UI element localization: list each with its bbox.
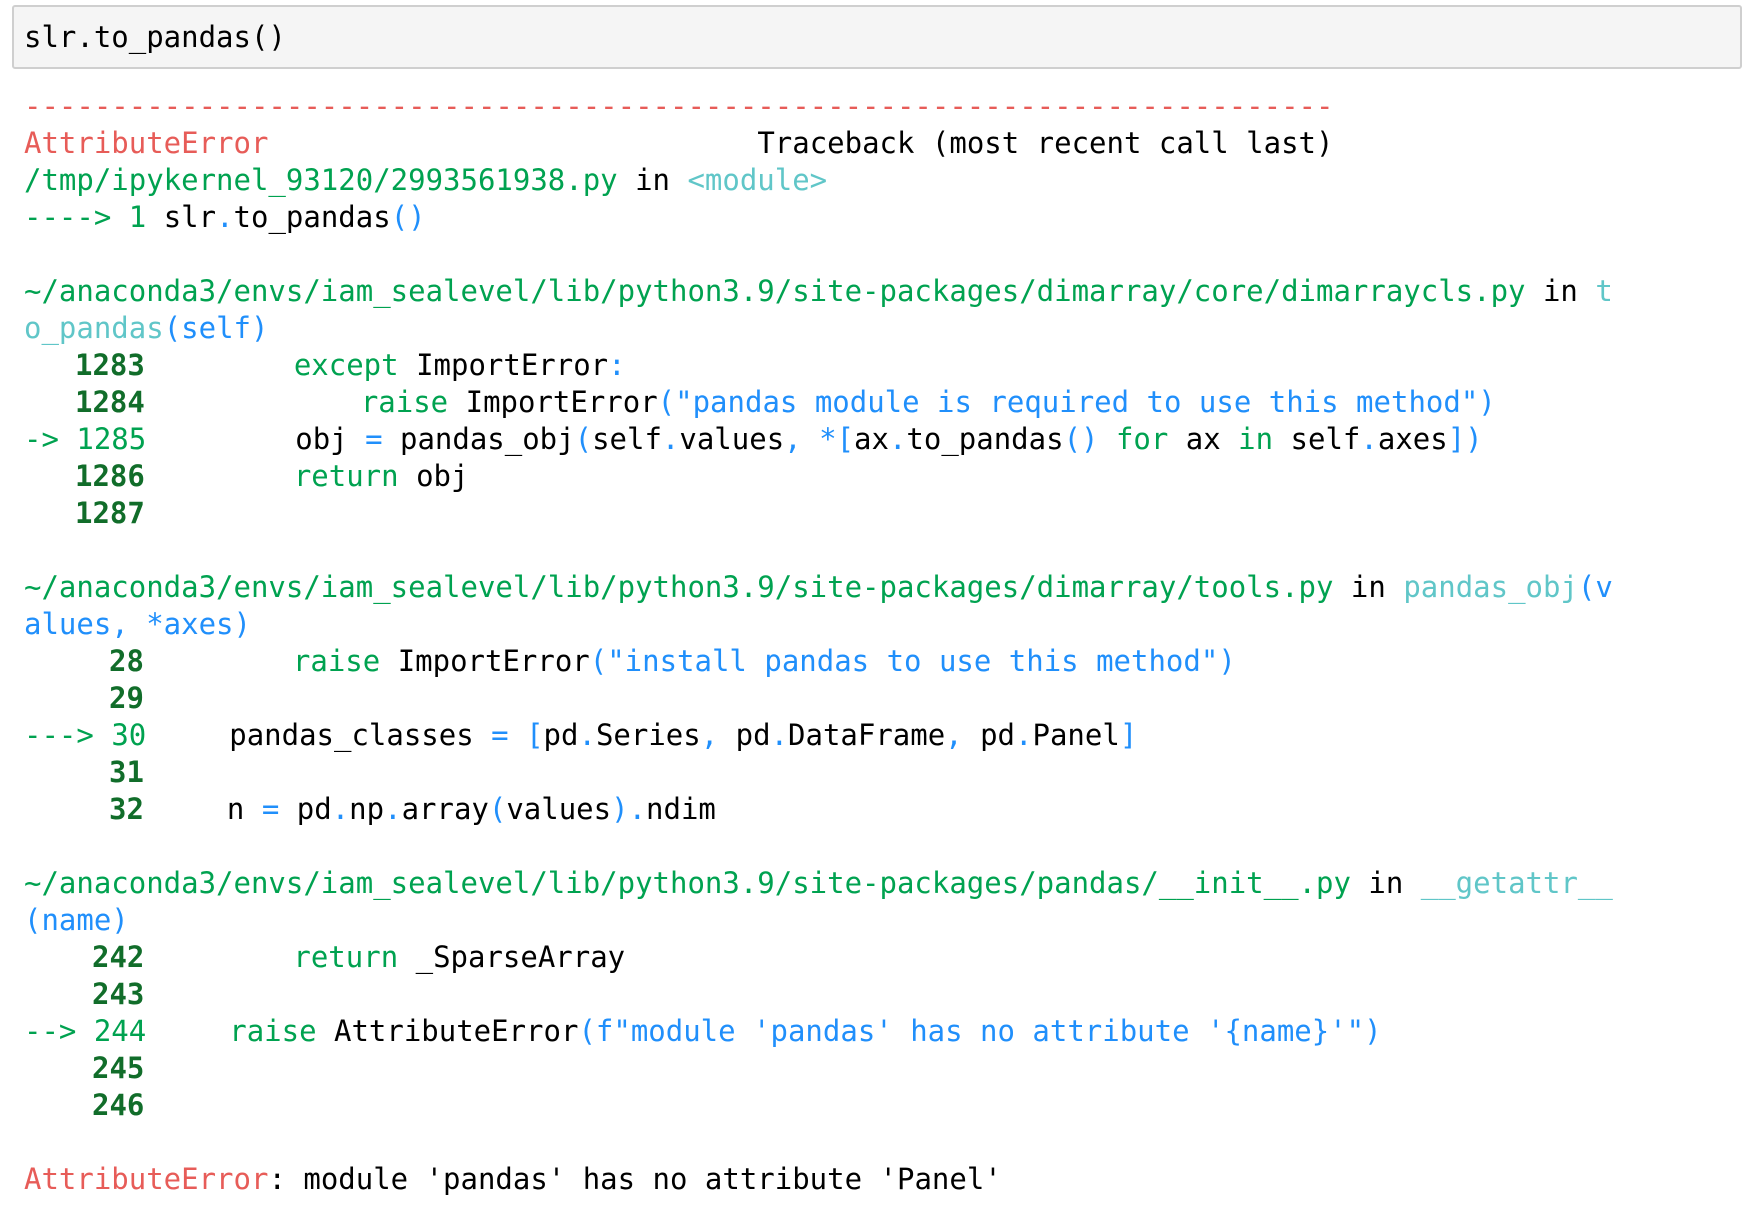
line-number: 242 bbox=[92, 940, 145, 974]
source-line: 1287 bbox=[24, 495, 1744, 532]
frame-3-location-wrap: (name) bbox=[24, 902, 1744, 939]
line-number: 1285 bbox=[76, 422, 147, 456]
traceback-separator: ----------------------------------------… bbox=[24, 89, 1334, 123]
frame-1-args: (self) bbox=[163, 311, 269, 345]
line-number: 32 bbox=[109, 792, 144, 826]
current-line-arrow: -> bbox=[24, 422, 77, 456]
line-number: 1284 bbox=[75, 385, 145, 419]
current-line-arrow: ----> 1 bbox=[24, 200, 164, 234]
current-line-arrow: --> bbox=[24, 1014, 94, 1048]
frame-1-location-wrap: o_pandas(self) bbox=[24, 310, 1744, 347]
line-number: 31 bbox=[109, 755, 144, 789]
line-number: 244 bbox=[93, 1014, 147, 1048]
frame-2-args: alues, *axes) bbox=[24, 607, 251, 641]
traceback-output: ----------------------------------------… bbox=[24, 88, 1744, 1198]
error-name: AttributeError bbox=[24, 1162, 269, 1196]
frame-0-path: /tmp/ipykernel_93120/2993561938.py bbox=[24, 163, 618, 197]
final-error-message: AttributeError: module 'pandas' has no a… bbox=[24, 1161, 1744, 1198]
frame-0-line: ----> 1 slr.to_pandas() bbox=[24, 200, 426, 234]
code-input-cell[interactable]: slr.to_pandas() bbox=[12, 5, 1742, 69]
line-number: 243 bbox=[92, 977, 145, 1011]
frame-2-func: pandas_obj bbox=[1403, 570, 1578, 604]
frame-0-func: <module> bbox=[687, 163, 828, 197]
error-message: : module 'pandas' has no attribute 'Pane… bbox=[268, 1162, 1002, 1196]
frame-1-func: o_pandas bbox=[24, 311, 164, 345]
source-line: 246 bbox=[24, 1087, 1744, 1124]
traceback-header: AttributeError Traceback (most recent ca… bbox=[24, 125, 1744, 162]
frame-3-args: (name) bbox=[24, 903, 129, 937]
frame-2-location: ~/anaconda3/envs/iam_sealevel/lib/python… bbox=[24, 570, 1613, 604]
traceback-title: Traceback (most recent call last) bbox=[757, 126, 1334, 160]
line-number: 29 bbox=[109, 681, 144, 715]
frame-2-path: ~/anaconda3/envs/iam_sealevel/lib/python… bbox=[24, 570, 1334, 604]
source-line: 243 bbox=[24, 976, 1744, 1013]
frame-2-location-wrap: alues, *axes) bbox=[24, 606, 1744, 643]
line-number: 30 bbox=[111, 718, 147, 752]
source-line: 31 bbox=[24, 754, 1744, 791]
line-number: 245 bbox=[92, 1051, 145, 1085]
frame-0-location: /tmp/ipykernel_93120/2993561938.py in <m… bbox=[24, 163, 828, 197]
line-number: 1283 bbox=[75, 348, 145, 382]
frame-3-func: __getattr__ bbox=[1420, 866, 1613, 900]
input-code: slr.to_pandas() bbox=[24, 20, 286, 54]
source-line: 29 bbox=[24, 680, 1744, 717]
blank-line bbox=[24, 1124, 1744, 1161]
blank-line bbox=[24, 532, 1744, 569]
line-number: 1286 bbox=[75, 459, 145, 493]
current-line-arrow: ---> bbox=[24, 718, 112, 752]
source-line: 245 bbox=[24, 1050, 1744, 1087]
blank-line bbox=[24, 828, 1744, 865]
line-number: 246 bbox=[92, 1088, 145, 1122]
line-number: 28 bbox=[109, 644, 144, 678]
frame-1-path: ~/anaconda3/envs/iam_sealevel/lib/python… bbox=[24, 274, 1526, 308]
frame-3-location: ~/anaconda3/envs/iam_sealevel/lib/python… bbox=[24, 866, 1613, 900]
error-name: AttributeError bbox=[24, 126, 269, 160]
blank-line bbox=[24, 236, 1744, 273]
frame-3-path: ~/anaconda3/envs/iam_sealevel/lib/python… bbox=[24, 866, 1351, 900]
line-number: 1287 bbox=[75, 496, 145, 530]
frame-1-location: ~/anaconda3/envs/iam_sealevel/lib/python… bbox=[24, 274, 1613, 308]
